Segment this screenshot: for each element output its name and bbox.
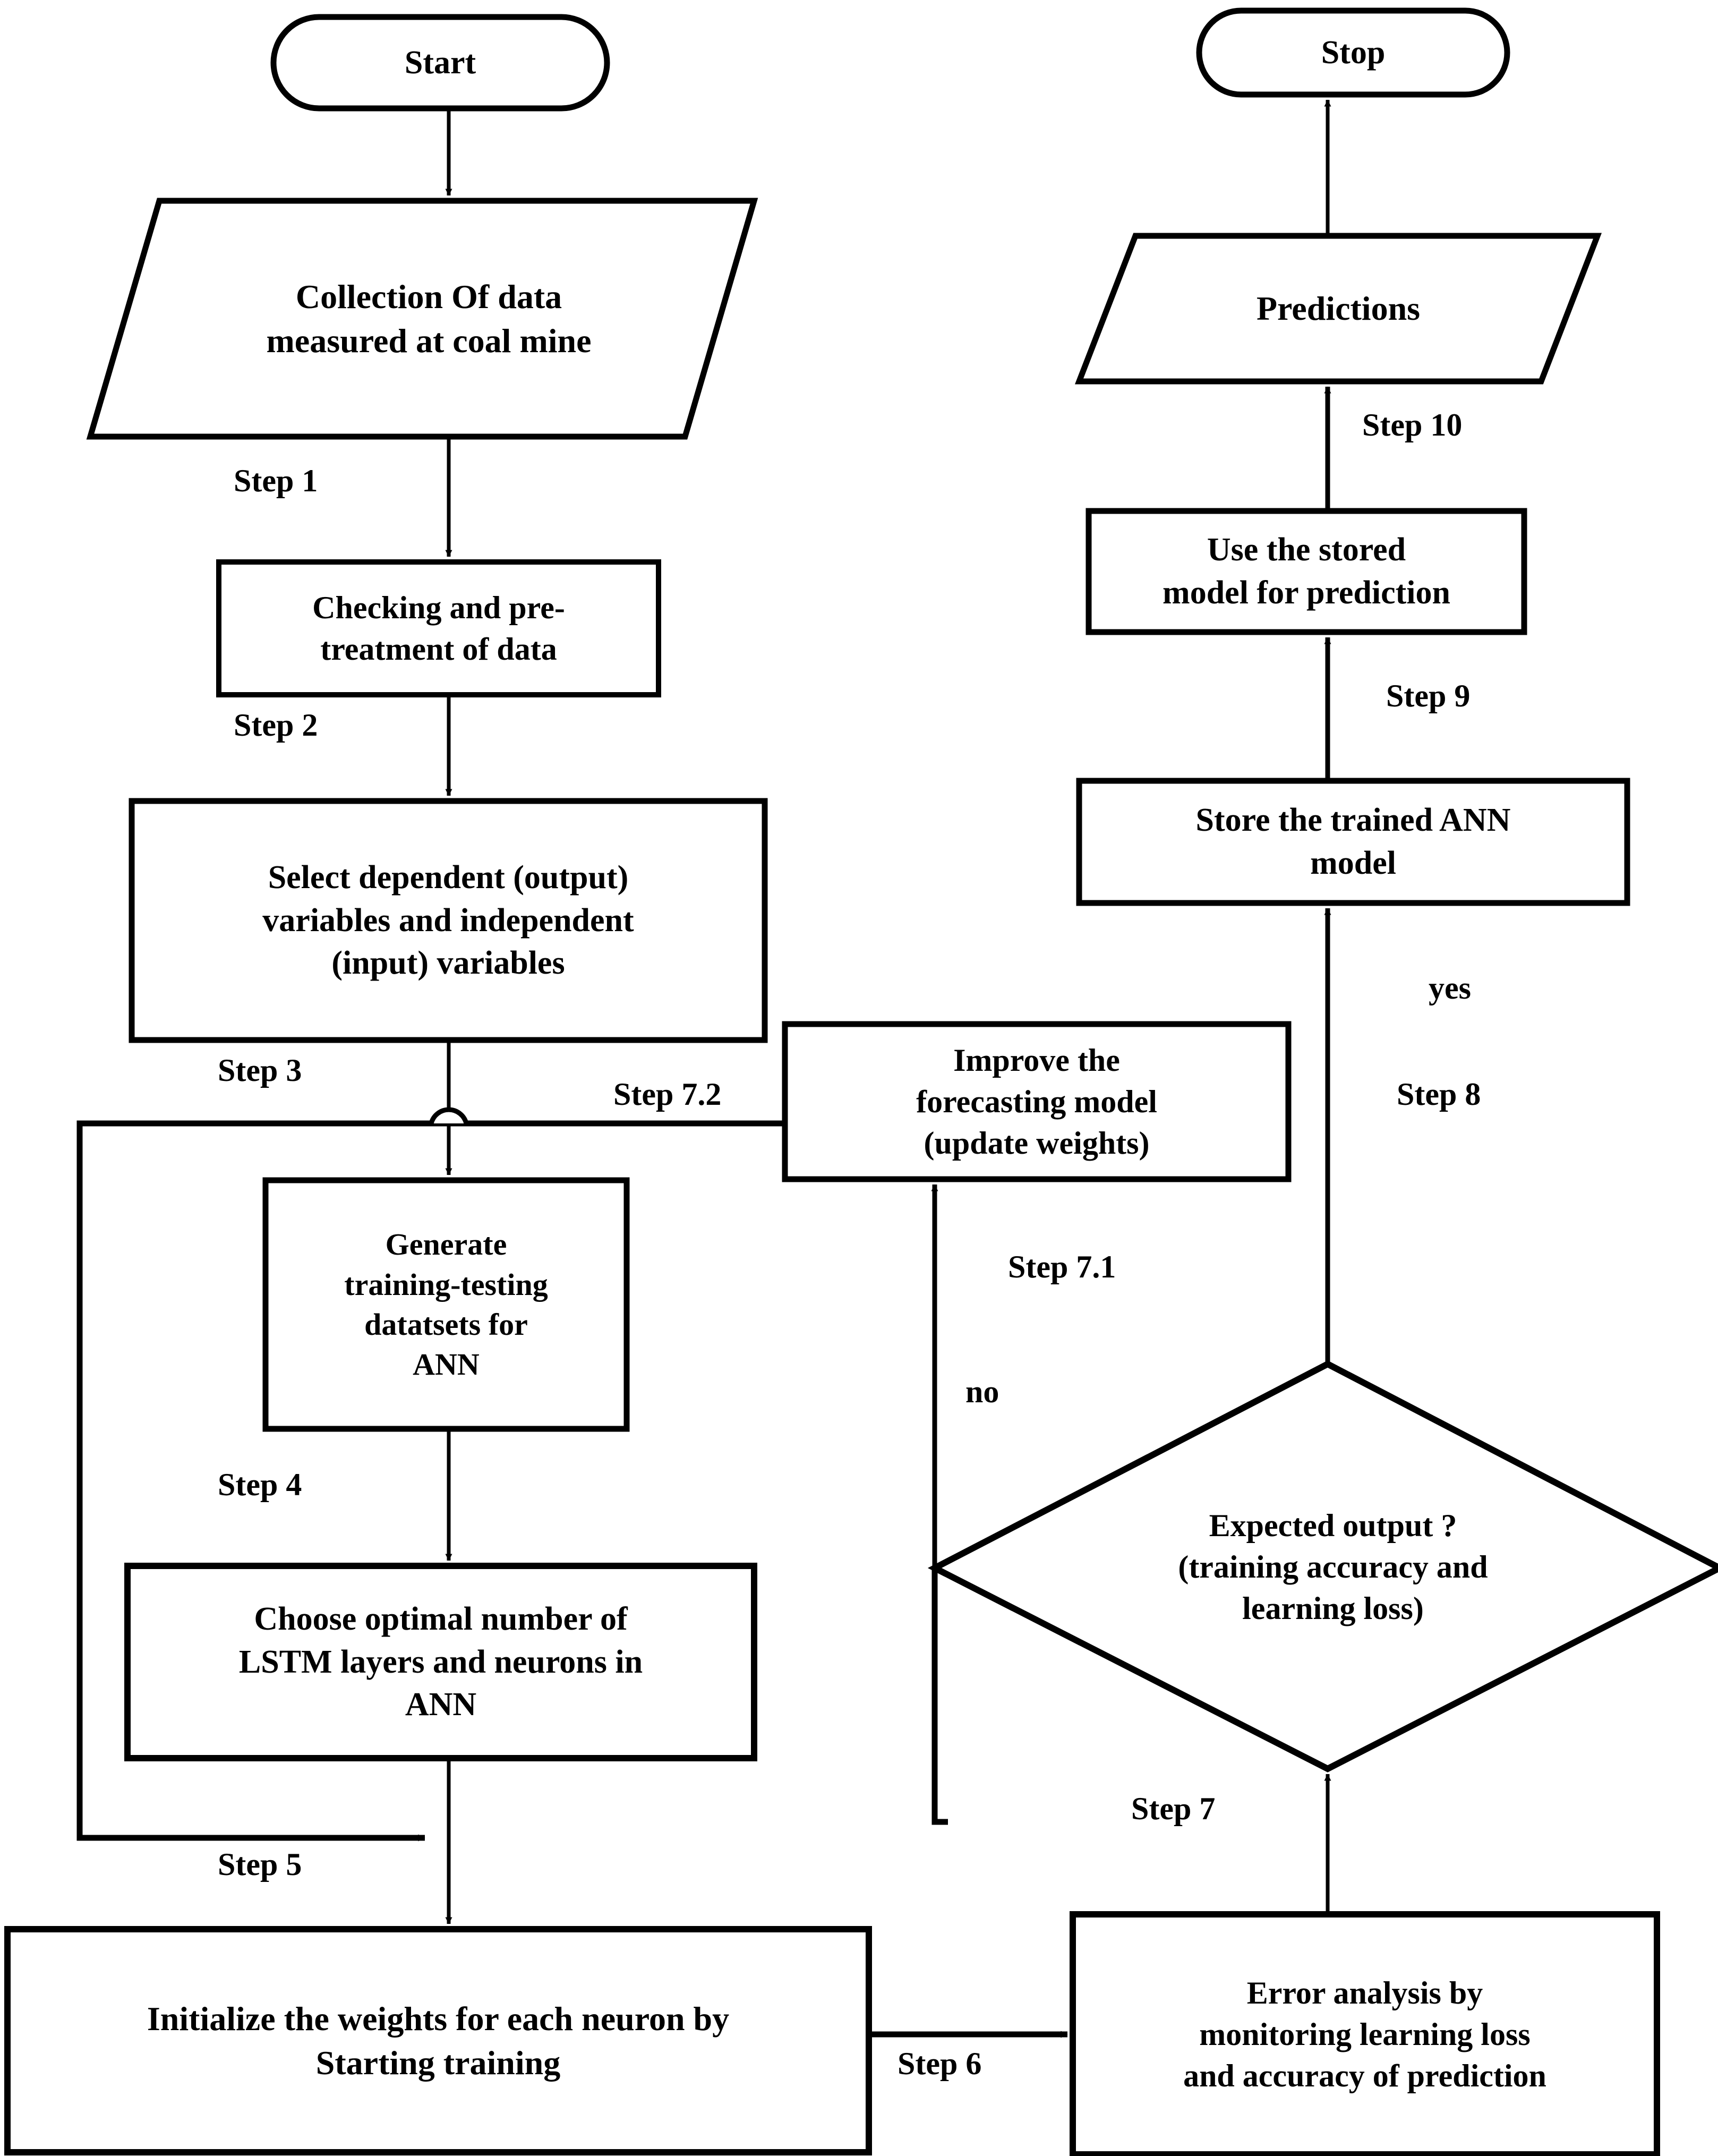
shape-choose-lstm [124,1563,757,1761]
shape-use-model [1085,508,1527,635]
shape-start [270,14,610,112]
edge-label-step-7-2: Step 7.2 [613,1077,722,1112]
connector-line-jump-arc [429,1107,469,1124]
shape-predictions [1074,233,1602,385]
shape-store-model [1076,778,1630,906]
edge-label-step-3: Step 3 [218,1053,302,1088]
edge-label-step-8: Step 8 [1397,1077,1481,1112]
edge-label-step-7: Step 7 [1131,1791,1216,1826]
connector-decision-no-to-improve [931,1568,948,1825]
edge-label-step-4: Step 4 [218,1467,302,1502]
shape-stop [1196,7,1510,98]
shape-expected-output-decision [927,1360,1718,1772]
shape-initialize-weights [4,1926,872,2155]
shape-checking-pretreatment [216,559,661,697]
edge-label-step-6: Step 6 [898,2046,982,2081]
shape-select-variables [129,798,768,1043]
edge-label-step-5: Step 5 [218,1847,302,1882]
edge-label-step-10: Step 10 [1362,407,1463,442]
shape-improve-model [782,1021,1292,1182]
edge-label-step-7-1: Step 7.1 [1008,1249,1116,1284]
edge-label-branch-yes: yes [1429,970,1471,1005]
edge-label-step-1: Step 1 [234,463,318,498]
shape-collection-of-data [86,198,758,440]
edge-label-step-9: Step 9 [1386,678,1471,713]
edge-label-step-2: Step 2 [234,708,318,743]
shape-error-analysis [1070,1911,1660,2156]
shape-generate-datasets [262,1177,630,1432]
edge-label-branch-no: no [965,1374,999,1409]
